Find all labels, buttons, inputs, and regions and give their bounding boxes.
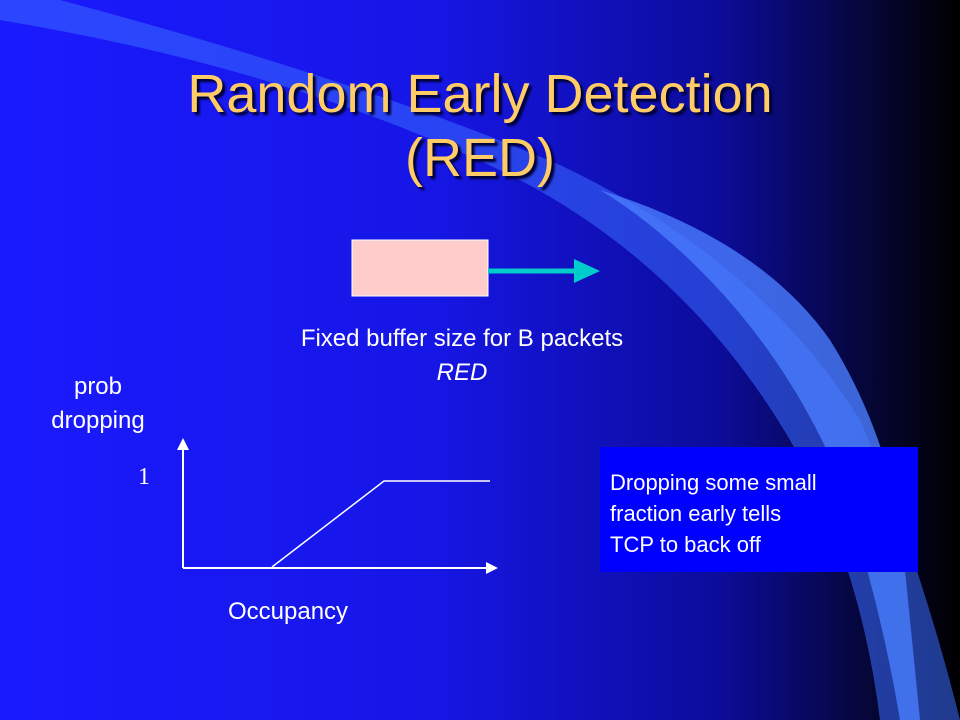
x-axis-label: Occupancy	[228, 598, 349, 625]
y-axis-arrow	[177, 438, 189, 450]
y-label-line-2: dropping	[51, 407, 145, 434]
note-line-1: Dropping some small	[610, 470, 817, 495]
slide-title: Random Early Detection (RED)	[0, 62, 960, 190]
caption-line-1: Fixed buffer size for B packets	[300, 325, 624, 352]
y-tick-label: 1	[138, 464, 150, 490]
title-line-1: Random Early Detection	[187, 64, 773, 124]
drop-probability-curve	[271, 480, 490, 568]
title-line-2: (RED)	[405, 128, 555, 188]
y-axis-label: prob dropping	[28, 370, 168, 438]
buffer-caption: Fixed buffer size for B packets RED	[222, 322, 702, 390]
y-label-line-1: prob	[73, 373, 123, 400]
caption-line-2: RED	[436, 359, 488, 386]
note-line-3: TCP to back off	[610, 532, 761, 557]
x-axis-arrow	[486, 562, 498, 574]
note-box: Dropping some small fraction early tells…	[600, 447, 918, 572]
buffer-box	[351, 239, 489, 297]
note-line-2: fraction early tells	[610, 501, 782, 526]
output-arrow-head	[574, 259, 600, 283]
